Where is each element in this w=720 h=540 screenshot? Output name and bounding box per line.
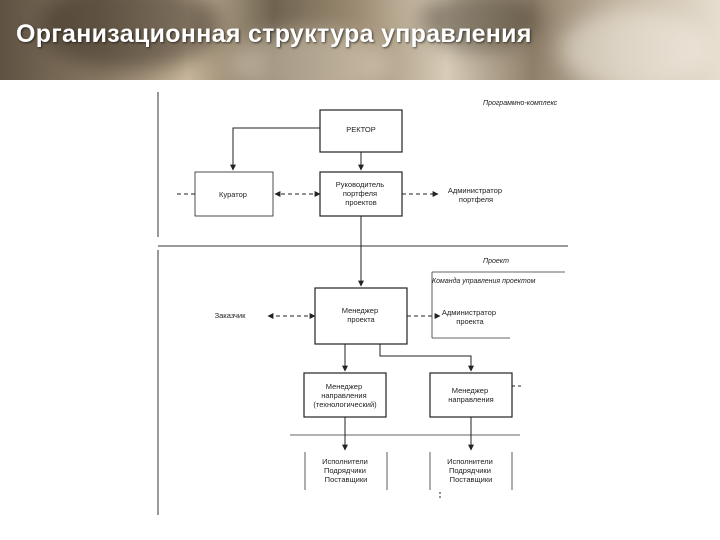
connector-project-manager-direction bbox=[379, 344, 474, 372]
page-title: Организационная структура управления bbox=[16, 20, 532, 48]
box-portfolio-head-line: проектов bbox=[345, 198, 376, 207]
label-project-admin: Администратор проекта bbox=[442, 308, 498, 326]
box-project-manager-line: проекта bbox=[347, 315, 375, 324]
zone-project: Проект bbox=[157, 250, 509, 515]
executors-right-line: Подрядчики bbox=[449, 466, 491, 475]
executors-left-line: Исполнители bbox=[322, 457, 368, 466]
box-direction-tech-line: (технологический) bbox=[313, 400, 377, 409]
svg-text:Куратор: Куратор bbox=[219, 190, 247, 199]
svg-text:Администратор портфеля: Администратор портфеля bbox=[448, 186, 504, 204]
svg-text:Менеджер направления: Менеджер направления bbox=[448, 386, 493, 404]
box-direction-tech-line: направления bbox=[321, 391, 366, 400]
portfolio-admin-line: портфеля bbox=[459, 195, 493, 204]
box-direction-line: направления bbox=[448, 395, 493, 404]
box-portfolio-head-line: портфеля bbox=[343, 189, 377, 198]
box-direction-manager-tech: Менеджер направления (технологический) bbox=[303, 372, 387, 418]
box-curator: Куратор bbox=[194, 171, 274, 217]
label-customer: Заказчик bbox=[215, 311, 247, 320]
svg-text:Менеджер направления: Менеджер направления (технологический) bbox=[313, 382, 377, 409]
project-admin-line: Администратор bbox=[442, 308, 496, 317]
zone-team-label: Команда управления проектом bbox=[432, 277, 536, 285]
project-admin-line: проекта bbox=[456, 317, 484, 326]
portfolio-admin-line: Администратор bbox=[448, 186, 502, 195]
box-executors-left: Исполнители Подрядчики Поставщики bbox=[304, 452, 388, 490]
curator-label-line: Куратор bbox=[219, 190, 247, 199]
executors-left-line: Подрядчики bbox=[324, 466, 366, 475]
customer-line: Заказчик bbox=[215, 311, 247, 320]
box-executors-right: Исполнители Подрядчики Поставщики bbox=[429, 452, 513, 490]
svg-text:Руководитель портфеля: Руководитель портфеля проектов bbox=[336, 180, 386, 207]
box-portfolio-head: Руководитель портфеля проектов bbox=[319, 171, 403, 217]
header-banner: Организационная структура управления bbox=[0, 0, 720, 80]
svg-text:Администратор проекта: Администратор проекта bbox=[442, 308, 498, 326]
svg-text:РЕКТОР: РЕКТОР bbox=[346, 125, 375, 134]
svg-text:Менеджер проекта: Менеджер проекта bbox=[342, 306, 380, 324]
zone-team: Команда управления проектом bbox=[431, 271, 565, 339]
label-portfolio-admin: Администратор портфеля bbox=[448, 186, 504, 204]
box-project-manager-line: Менеджер bbox=[342, 306, 378, 315]
box-direction-manager: Менеджер направления bbox=[429, 372, 513, 418]
executors-left-line: Поставщики bbox=[325, 475, 368, 484]
box-rector-line: РЕКТОР bbox=[346, 125, 375, 134]
box-direction-tech-line: Менеджер bbox=[326, 382, 362, 391]
svg-text:Исполнители Подрядчики: Исполнители Подрядчики Поставщики bbox=[447, 457, 495, 484]
executors-right-line: Исполнители bbox=[447, 457, 493, 466]
box-direction-line: Менеджер bbox=[452, 386, 488, 395]
zone-project-label: Проект bbox=[483, 258, 509, 265]
connector-rector-curator bbox=[230, 127, 320, 171]
box-portfolio-head-line: Руководитель bbox=[336, 180, 384, 189]
executors-right-line: Поставщики bbox=[450, 475, 493, 484]
connectors bbox=[175, 127, 522, 500]
zone-program: Программно-комплекс bbox=[157, 92, 568, 247]
svg-text:Исполнители Подрядчики: Исполнители Подрядчики Поставщики bbox=[322, 457, 370, 484]
svg-text:Заказчик: Заказчик bbox=[215, 311, 247, 320]
box-project-manager: Менеджер проекта bbox=[314, 287, 408, 345]
box-rector: РЕКТОР bbox=[319, 109, 403, 153]
zone-program-label: Программно-комплекс bbox=[483, 100, 558, 107]
